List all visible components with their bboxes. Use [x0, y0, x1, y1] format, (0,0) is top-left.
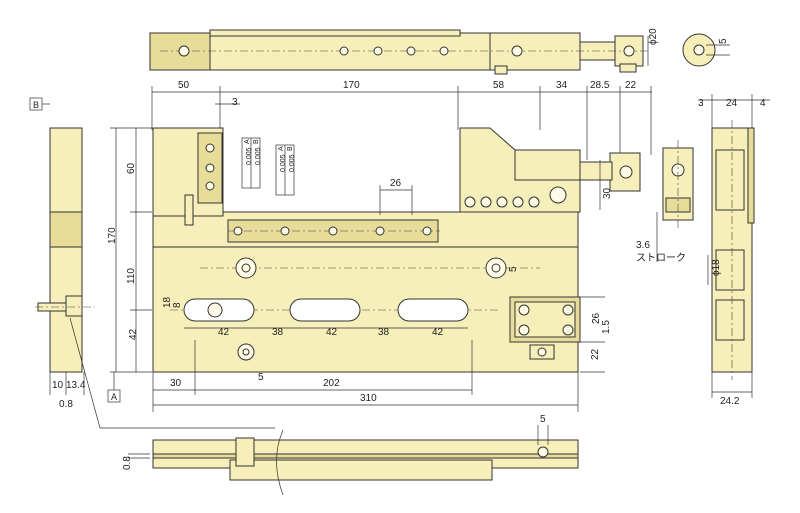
tol-1-row-1: 0.005: [246, 147, 253, 165]
left-side-view: B 10 13.4 0.8 A: [29, 97, 275, 429]
dim-slot-38-a: 38: [272, 327, 284, 338]
dim-right-22: 22: [590, 348, 601, 360]
dim-left-18: 18: [162, 296, 173, 308]
front-view: 5 0.005 0.005 A B 0.005 0.005: [152, 127, 641, 373]
dim-left-60: 60: [126, 162, 137, 174]
dim-bottom-30: 30: [170, 378, 182, 389]
dim-slot-42-a: 42: [218, 327, 230, 338]
dim-slot-42-b: 42: [326, 327, 338, 338]
bottom-view: 0.8 5: [122, 414, 579, 496]
tol-1-row-2: 0.005: [255, 147, 262, 165]
tol-1-ref-a: A: [244, 139, 251, 144]
tol-2-ref-b: B: [287, 146, 294, 151]
dim-right-1-5: 1.5: [601, 320, 612, 334]
dim-top-3: 3: [232, 97, 238, 108]
dim-bottom-view-5: 5: [540, 414, 546, 425]
dim-bottom-view-0-8: 0.8: [122, 456, 133, 470]
top-view: ϕ20 5: [149, 28, 730, 75]
dim-bottom-5: 5: [258, 372, 264, 383]
dim-side-4: 4: [760, 98, 766, 109]
left-dimension-chain: 60 170 110 42 18 8: [107, 127, 183, 373]
right-side-view: 3.6 ストローク 3 24 4 ϕ18 24.2: [636, 94, 770, 407]
tol-1-ref-b: B: [253, 139, 260, 144]
dim-top-58: 58: [493, 80, 505, 91]
dim-left-170: 170: [107, 227, 118, 244]
dim-top-34: 34: [556, 80, 568, 91]
front-view-bolt-row: [464, 196, 540, 208]
dim-right-26: 26: [591, 312, 602, 324]
dim-side-3-6: 3.6: [636, 240, 650, 251]
top-dimension-chain: 50 170 58 34 28.5 22 3: [151, 80, 652, 160]
dim-top-170: 170: [343, 80, 360, 91]
dim-slot-42-c: 42: [432, 327, 444, 338]
stroke-label: ストローク: [636, 252, 686, 264]
dim-hole-5: 5: [508, 266, 519, 272]
tolerance-frame-2: 0.005 0.005 A B: [275, 144, 296, 196]
datum-a-label: A: [111, 392, 117, 402]
bottom-dimension-chain: 30 202 5 310: [152, 340, 579, 412]
dim-left-view-0-8: 0.8: [59, 399, 73, 410]
dim-side-24: 24: [726, 98, 738, 109]
dim-top-28-5: 28.5: [590, 80, 610, 91]
dim-left-view-13-4: 13.4: [66, 380, 86, 391]
datum-b-label: B: [33, 100, 39, 110]
dim-top-50: 50: [178, 80, 190, 91]
dim-top-22: 22: [625, 80, 637, 91]
dim-side-phi18: ϕ18: [711, 259, 722, 276]
top-view-5: 5: [718, 38, 729, 44]
dim-left-110: 110: [126, 268, 137, 284]
dim-left-view-10: 10: [52, 380, 64, 391]
dim-side-24-2: 24.2: [720, 396, 740, 407]
tolerance-frame-1: 0.005 0.005 A B: [241, 137, 262, 189]
dim-pitch-26: 26: [390, 178, 402, 189]
tol-2-row-2: 0.005: [289, 154, 296, 172]
dim-bottom-310: 310: [360, 393, 377, 404]
dim-bottom-202: 202: [323, 378, 340, 389]
dim-right-30: 30: [602, 187, 613, 199]
dim-side-3: 3: [698, 98, 704, 109]
top-view-phi20: ϕ20: [648, 28, 659, 45]
dim-left-8: 8: [172, 302, 183, 308]
dim-slot-38-b: 38: [378, 327, 390, 338]
tol-2-row-1: 0.005: [280, 154, 287, 172]
tol-2-ref-a: A: [278, 146, 285, 151]
dim-left-42: 42: [128, 328, 139, 340]
